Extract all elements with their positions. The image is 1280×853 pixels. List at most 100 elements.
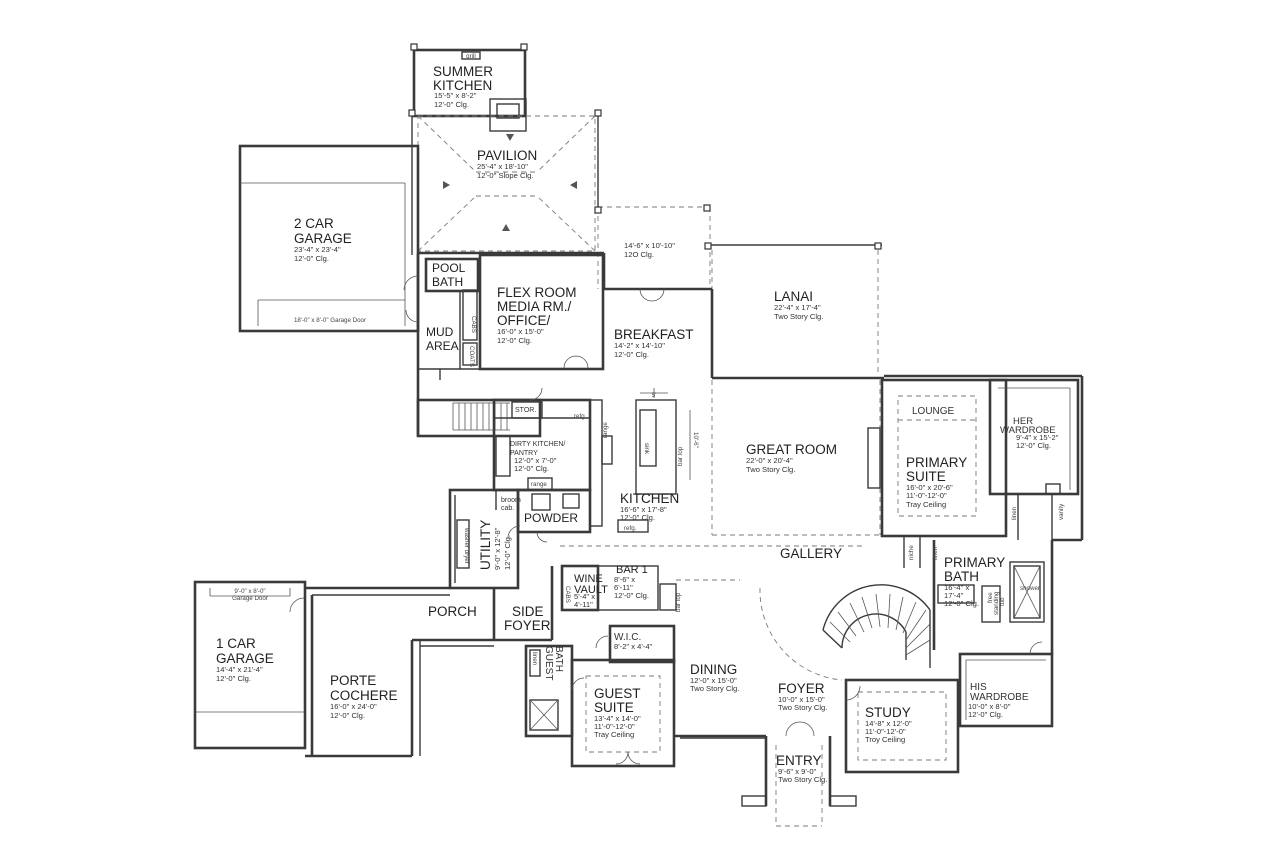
porch-name: PORCH <box>428 604 477 619</box>
linen-label-2: linen <box>932 546 939 560</box>
garage1-name: 1 CAR <box>216 636 256 651</box>
breakfast-name: BREAKFAST <box>614 327 694 342</box>
great-room-clg: Two Story Clg. <box>746 465 795 474</box>
bar-top-label-2: bar top <box>675 592 682 612</box>
tub-label-3: tub <box>999 597 1006 606</box>
niche-label: niche <box>908 545 915 560</box>
primary-bath-dim: 16'-4" x <box>944 583 969 592</box>
bar-name: BAR 1 <box>616 564 648 576</box>
flex-room-name: FLEX ROOM <box>497 285 577 300</box>
primary-suite-ceiling: Tray Ceiling <box>906 500 946 509</box>
tub-label-2: standing <box>993 591 1000 615</box>
kitchen-clg: 12'-0" Clg. <box>620 513 655 522</box>
tub-label: free <box>987 592 994 603</box>
lanai-name: LANAI <box>774 289 813 304</box>
primary-bath-clg: 12'-0" Clg. <box>944 599 979 608</box>
cab-label: cab. <box>501 505 514 512</box>
primary-bath-dim-2: 17'-4" <box>944 591 964 600</box>
flex-room-name-2: MEDIA RM./ <box>497 299 572 314</box>
dining-dim: 12'-0" x 15'-0" <box>690 676 737 685</box>
primary-bath-name: PRIMARY <box>944 555 1005 570</box>
entry-name: ENTRY <box>776 753 822 768</box>
utility-name: UTILITY <box>478 520 493 570</box>
mud-area-name: MUD <box>426 325 454 339</box>
linen-label-3: linen <box>531 652 538 666</box>
entry-clg: Two Story Clg. <box>778 775 827 784</box>
study-clg: 11'-0"-12'-0" <box>865 727 906 736</box>
his-wardrobe-clg: 12'-0" Clg. <box>968 710 1003 719</box>
garage1-door: 9'-0" x 8'-0" <box>234 588 265 595</box>
spiral-staircase <box>759 584 931 681</box>
flex-room-dim: 16'-0" x 15'-0" <box>497 327 544 336</box>
bar-dim-2: 6'-11" <box>614 583 633 592</box>
mud-area-name-2: AREA <box>426 339 459 353</box>
study-dim: 14'-8" x 12'-0" <box>865 719 912 728</box>
side-foyer-name: SIDE <box>512 604 544 619</box>
utility-dim: 9'-0" x 12'-8" <box>493 527 502 570</box>
garage2-clg: 12'-0" Clg. <box>294 254 329 263</box>
guest-suite-dim: 13'-4" x 14'-0" <box>594 714 641 723</box>
wine-vault-dim-2: 4'-11" <box>574 600 593 609</box>
vanity-label: vanity <box>1058 503 1065 520</box>
wine-vault-name: WINE <box>574 573 603 585</box>
summer-kitchen-clg: 12'-0" Clg. <box>434 100 469 109</box>
summer-kitchen-dim: 15'-5" x 8'-2" <box>434 91 477 100</box>
breakfast-dim: 14'-2" x 14'-10" <box>614 341 665 350</box>
garage2-name-2: GARAGE <box>294 231 352 246</box>
covered-area-dim: 14'-6" x 10'-10" <box>624 241 675 250</box>
breakfast-clg: 12'-0" Clg. <box>614 350 649 359</box>
pavilion-arrows <box>443 134 577 231</box>
guest-bath-name-2: BATH <box>553 646 564 672</box>
pavilion-clg: 12'-0" Slope Clg. <box>477 171 534 180</box>
guest-suite-name: GUEST <box>594 686 641 701</box>
study-name: STUDY <box>865 705 911 720</box>
his-wardrobe-name: HIS <box>970 682 987 693</box>
kitchen-dim: 16'-6" x 17'-8" <box>620 505 667 514</box>
foyer-dim: 10'-0" x 15'-0" <box>778 695 825 704</box>
washer-dryer-label: washer dryer <box>463 527 470 564</box>
garage1-door-2: Garage Door <box>232 595 268 602</box>
primary-suite-name-2: SUITE <box>906 469 946 484</box>
coats-label: COATS <box>468 346 475 367</box>
wine-vault-name-2: VAULT <box>574 584 608 596</box>
his-wardrobe-name-2: WARDROBE <box>970 692 1029 703</box>
porte-cochere-clg: 12'-0" Clg. <box>330 711 365 720</box>
broom-label: broom <box>501 497 521 504</box>
linen-label: linen <box>1011 506 1018 520</box>
summer-kitchen-name: SUMMER <box>433 64 493 79</box>
columns <box>408 43 882 250</box>
kitchen-name: KITCHEN <box>620 491 679 506</box>
flex-room-clg: 12'-0" Clg. <box>497 336 532 345</box>
pavilion-dim: 25'-4" x 18'-10" <box>477 162 528 171</box>
great-room-dim: 22'-0" x 20'-4" <box>746 456 793 465</box>
study-ceiling: Troy Ceiling <box>865 735 905 744</box>
her-wardrobe-name: HER <box>1013 416 1033 427</box>
cabs-label-2: CABS <box>564 586 571 603</box>
stor-label: STOR. <box>515 407 536 414</box>
door-swings <box>289 275 1043 765</box>
dirty-kitchen-clg: 12'-0" Clg. <box>514 464 549 473</box>
foyer-clg: Two Story Clg. <box>778 703 827 712</box>
her-wardrobe-name-2: WARDROBE <box>1000 425 1056 436</box>
lounge-name: LOUNGE <box>912 406 955 417</box>
her-wardrobe-dim: 9'-4" x 15'-2" <box>1016 433 1059 442</box>
covered-area-clg: 12O Clg. <box>624 250 654 259</box>
guest-suite-name-2: SUITE <box>594 700 634 715</box>
guest-bath-name: GUEST <box>543 646 554 680</box>
gallery-name: GALLERY <box>780 546 842 561</box>
primary-suite-clg: 11'-0"-12'-0" <box>906 491 947 500</box>
garage1-name-2: GARAGE <box>216 651 274 666</box>
lanai-clg: Two Story Clg. <box>774 312 823 321</box>
foyer-name: FOYER <box>778 681 825 696</box>
dirty-kitchen-name: DIRTY KITCHEN/ <box>510 441 565 448</box>
island-dim: 10'-6" <box>692 432 699 448</box>
pool-bath-name-2: BATH <box>432 275 463 289</box>
entry-dim: 9'-6" x 9'-0" <box>778 767 817 776</box>
lanai-dim: 22'-4" x 17'-4" <box>774 303 821 312</box>
dirty-kitchen-name-2: PANTRY <box>510 450 538 457</box>
summer-kitchen-name-2: KITCHEN <box>433 78 492 93</box>
porte-cochere-name: PORTE <box>330 673 376 688</box>
side-foyer-name-2: FOYER <box>504 618 551 633</box>
walls <box>193 48 1084 827</box>
garage2-door: 18'-0" x 8'-0" Garage Door <box>294 317 366 324</box>
